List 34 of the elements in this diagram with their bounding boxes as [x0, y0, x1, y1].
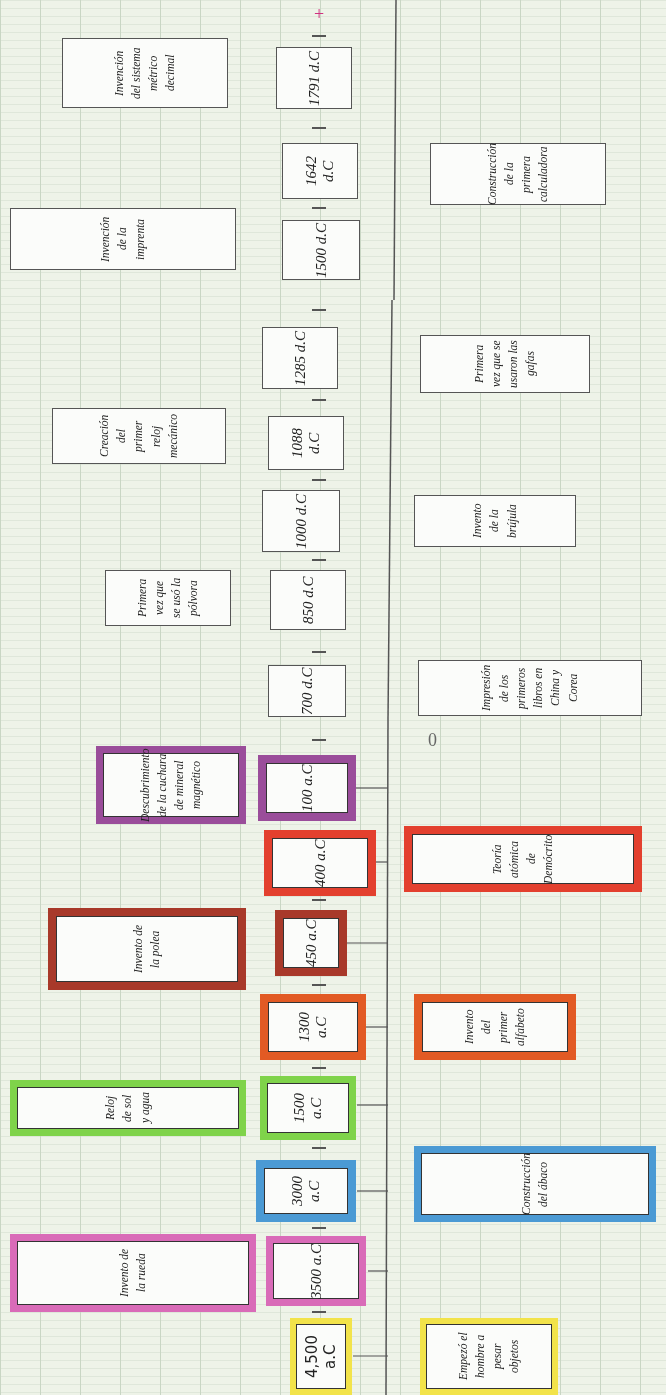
- axis-label: 0: [428, 730, 437, 751]
- event-card: Reloj de sol y agua: [10, 1080, 246, 1136]
- date-card: 400 a.C: [264, 830, 376, 896]
- event-card: Invento de la brújula: [414, 495, 576, 547]
- date-card: 1791 d.C: [276, 47, 352, 109]
- event-card: Invención del sistema métrico decimal: [62, 38, 228, 108]
- axis-label: +: [314, 4, 325, 25]
- date-card: 1500 d.C: [282, 220, 360, 280]
- date-card: 100 a.C: [258, 755, 356, 821]
- event-card: Creación del primer reloj mecánico: [52, 408, 226, 464]
- date-card: 1088 d.C: [268, 416, 344, 470]
- event-card: Invento del primer alfabeto: [414, 994, 576, 1060]
- date-card: 1642 d.C: [282, 143, 358, 199]
- date-card: 1500 a.C: [260, 1076, 356, 1140]
- event-card: Descubrimiento de la cuchara de mineral magnético: [96, 746, 246, 824]
- date-card: 3000 a.C: [256, 1160, 356, 1222]
- date-card: 4,500 a.C: [290, 1318, 352, 1395]
- date-card: 450 a.C: [275, 910, 347, 976]
- event-card: Invención de la imprenta: [10, 208, 236, 270]
- event-card: Invento de la polea: [48, 908, 246, 990]
- event-card: Construcción de la primera calculadora: [430, 143, 606, 205]
- date-card: 3500 a.C: [266, 1236, 366, 1306]
- event-card: Teoría atómica de Demócrito: [404, 826, 642, 892]
- date-card: 700 d.C: [268, 665, 346, 717]
- date-card: 850 d.C: [270, 570, 346, 630]
- event-card: Primera vez que se usó la pólvora: [105, 570, 231, 626]
- date-card: 1300 a.C: [260, 994, 366, 1060]
- event-card: Impresión de los primeros libros en China y Corea: [418, 660, 642, 716]
- event-card: Construcción del ábaco: [414, 1146, 656, 1222]
- event-card: Primera vez que se usaron las gafas: [420, 335, 590, 393]
- date-card: 1000 d.C: [262, 490, 340, 552]
- event-card: Invento de la rueda: [10, 1234, 256, 1312]
- date-card: 1285 d.C: [262, 327, 338, 389]
- event-card: Empezó el hombre a pesar objetos: [420, 1318, 558, 1395]
